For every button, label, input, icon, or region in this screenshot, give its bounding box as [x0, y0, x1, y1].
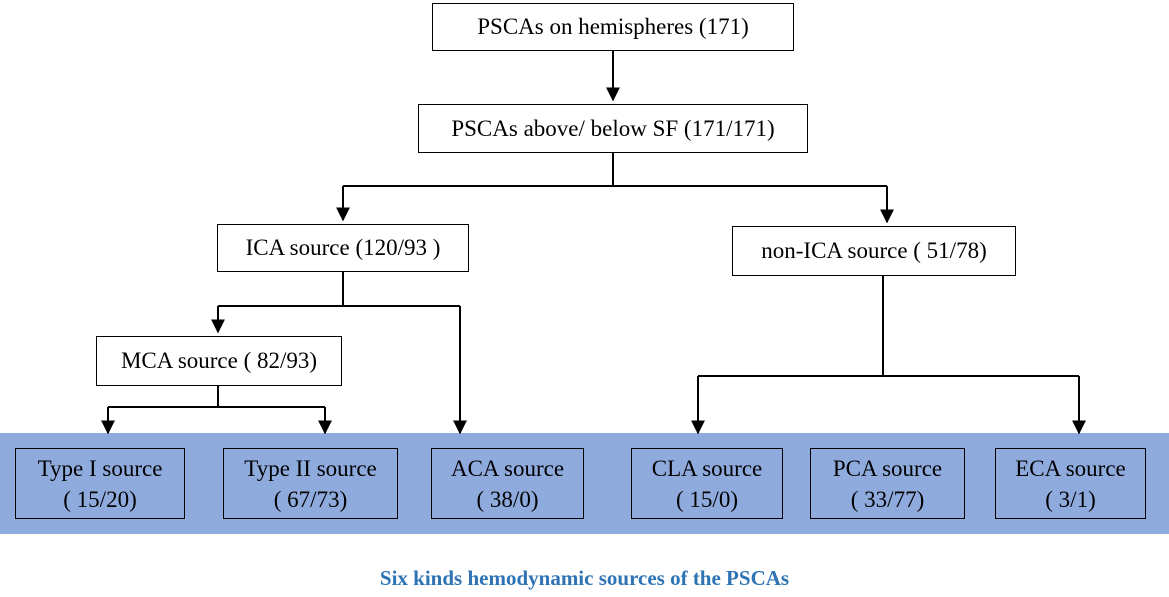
leaf-value: ( 67/73): [273, 486, 348, 512]
leaf-label: PCA source: [832, 455, 943, 481]
node-non-ica-source: non-ICA source ( 51/78): [732, 226, 1016, 276]
leaf-value: ( 15/0): [676, 486, 738, 512]
leaf-label: Type I source: [37, 455, 163, 481]
leaf-value: ( 38/0): [476, 486, 539, 512]
edge-ica-split: [218, 271, 460, 307]
sources-band: [0, 433, 1169, 534]
leaf-label: Type II source: [244, 455, 377, 481]
leaf-eca-source: ECA source ( 3/1): [995, 448, 1146, 519]
leaf-label: ACA source: [450, 455, 565, 481]
leaf-label: ECA source: [1015, 455, 1126, 481]
edge-sf-split: [343, 152, 887, 187]
leaf-pca-source: PCA source ( 33/77): [810, 448, 965, 519]
leaf-type2-source: Type II source ( 67/73): [223, 448, 398, 519]
leaf-label: CLA source: [651, 455, 763, 481]
leaf-cla-source: CLA source ( 15/0): [631, 448, 783, 519]
node-above-below-sf: PSCAs above/ below SF (171/171): [418, 104, 808, 153]
node-ica-source: ICA source (120/93 ): [217, 224, 469, 272]
leaf-value: ( 15/20): [63, 486, 137, 512]
node-mca-source: MCA source ( 82/93): [96, 336, 342, 386]
edge-mca-split: [108, 385, 325, 408]
node-root: PSCAs on hemispheres (171): [432, 3, 794, 51]
leaf-value: ( 3/1): [1045, 486, 1096, 512]
figure-caption: Six kinds hemodynamic sources of the PSC…: [379, 566, 790, 590]
leaf-value: ( 33/77): [850, 486, 925, 512]
leaf-aca-source: ACA source ( 38/0): [431, 448, 584, 519]
leaf-type1-source: Type I source ( 15/20): [15, 448, 185, 519]
edge-non-ica-split: [698, 275, 1079, 377]
